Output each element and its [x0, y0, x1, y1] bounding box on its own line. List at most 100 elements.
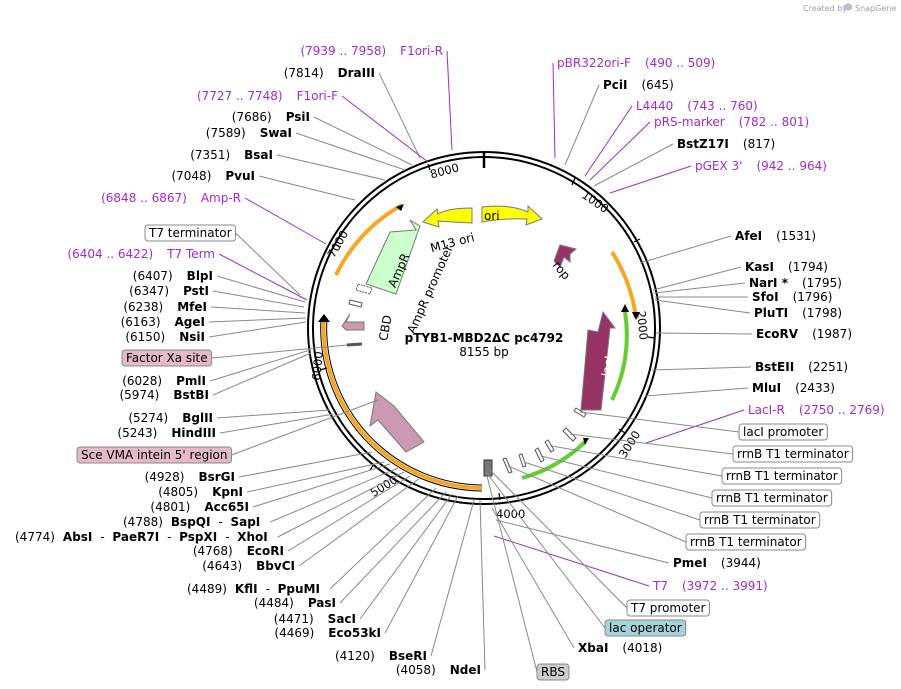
label-amp-r[interactable]: Amp-R(6848 .. 6867)	[101, 191, 241, 205]
label-blpi[interactable]: BlpI(6407)	[133, 269, 213, 283]
label-pgex3[interactable]: pGEX 3'(942 .. 964)	[695, 159, 827, 173]
label-pcii[interactable]: PciI(645)	[603, 78, 674, 92]
box-t7-terminator[interactable]: T7 terminator	[144, 224, 237, 242]
label-bglii[interactable]: BglII(5274)	[128, 411, 213, 425]
label-l4440[interactable]: L4440(743 .. 760)	[636, 99, 758, 113]
label-pmli[interactable]: PmlI(6028)	[122, 374, 206, 388]
label-laci-r[interactable]: LacI-R(2750 .. 2769)	[748, 403, 885, 417]
ecori-pos: (4768)	[193, 544, 233, 558]
leader-draiii	[378, 72, 421, 159]
label-mlui[interactable]: MluI(2433)	[752, 381, 835, 395]
leader-pluti	[654, 299, 751, 314]
leader-t7	[493, 535, 650, 587]
orf-rop-arrowhead	[632, 312, 640, 320]
label-f1ori-f[interactable]: F1ori-F(7727 .. 7748)	[197, 89, 338, 103]
ampr-promoter-feature[interactable]	[355, 283, 373, 295]
label-bseri[interactable]: BseRI(4120)	[335, 649, 427, 663]
label-pluti[interactable]: PluTI(1798)	[754, 306, 842, 320]
ori-feature[interactable]	[481, 204, 543, 226]
label-saci[interactable]: SacI(4471)	[274, 612, 356, 626]
box-laci-promoter[interactable]: lacI promoter	[738, 423, 828, 441]
amp-r-pos: (6848 .. 6867)	[101, 191, 187, 205]
box-rbs-frame	[536, 663, 570, 681]
credit-text: Created by	[803, 4, 847, 13]
label-kfli[interactable]: (4489)KflI-PpuMI	[187, 582, 320, 596]
box-factor-xa[interactable]: Factor Xa site	[121, 349, 213, 367]
box-rrnb-2[interactable]: rrnB T1 terminator	[721, 467, 843, 485]
label-swai[interactable]: SwaI(7589)	[206, 126, 292, 140]
label-pmei[interactable]: PmeI(3944)	[673, 556, 761, 570]
pgex3-pos: (942 .. 964)	[756, 159, 826, 173]
label-xbai[interactable]: XbaI(4018)	[578, 641, 662, 655]
label-t7[interactable]: T7(3972 .. 3991)	[652, 579, 768, 593]
label-agei[interactable]: AgeI(6163)	[121, 315, 205, 329]
label-bsrgi[interactable]: BsrGI(4928)	[145, 470, 235, 484]
label-prs-marker[interactable]: pRS-marker(782 .. 801)	[654, 115, 809, 129]
pluti-name: PluTI	[754, 306, 788, 320]
bspqi-pos: (4788)	[123, 515, 163, 529]
label-ecori[interactable]: EcoRI (4768)	[193, 544, 284, 558]
box-rrnb-3[interactable]: rrnB T1 terminator	[711, 489, 833, 507]
box-t7-promoter[interactable]: T7 promoter	[626, 599, 710, 617]
plasmid-name: pTYB1-MBD2ΔC pc4792	[405, 331, 564, 345]
label-bspqi[interactable]: (4788)BspQI-SapI	[123, 515, 260, 529]
sce-vma-feature[interactable]	[369, 391, 425, 453]
label-nari[interactable]: NarI *(1795)	[749, 276, 842, 290]
label-psii[interactable]: PsiI(7686)	[232, 110, 310, 124]
bsai-pos: (7351)	[190, 148, 230, 162]
label-bstz17i[interactable]: BstZ17I(817)	[677, 137, 775, 151]
label-nsii[interactable]: NsiI(6150)	[125, 330, 205, 344]
laci-feature[interactable]	[580, 310, 616, 411]
box-rrnb-5[interactable]: rrnB T1 terminator	[685, 533, 807, 551]
label-bbvci[interactable]: BbvCI(4643)	[202, 559, 295, 573]
label-absi[interactable]: (4774)AbsI-PaeR7I-PspXI-XhoI	[15, 530, 268, 544]
label-kpni[interactable]: KpnI(4805)	[158, 485, 243, 499]
leader-pvui	[258, 175, 356, 201]
cbd-feature[interactable]	[341, 313, 365, 331]
label-bsai[interactable]: BsaI(7351)	[190, 148, 273, 162]
label-psti[interactable]: PstI(6347)	[129, 284, 209, 298]
small-promoter-1[interactable]	[348, 299, 363, 308]
label-mfei[interactable]: MfeI(6238)	[123, 300, 207, 314]
box-lac-operator-frame	[604, 619, 687, 637]
factor-xa-feature[interactable]	[346, 342, 363, 347]
label-pbr322ori-f[interactable]: pBR322ori-F(490 .. 509)	[557, 56, 715, 70]
label-bsteii[interactable]: BstEII(2251)	[755, 360, 848, 374]
rop-feature[interactable]	[553, 244, 578, 268]
blpi-name: BlpI	[187, 269, 213, 283]
label-afei[interactable]: AfeI(1531)	[735, 229, 816, 243]
m13-ori-feature[interactable]	[422, 207, 473, 228]
absi-name-2: PspXI	[179, 530, 217, 544]
box-laci-promoter-frame	[738, 423, 828, 441]
leader-rrnb-2	[551, 445, 723, 477]
label-hindiii[interactable]: HindIII(5243)	[117, 426, 216, 440]
ecorv-pos: (1987)	[812, 327, 852, 341]
label-ndei[interactable]: NdeI(4058)	[396, 663, 481, 677]
label-f1ori-r[interactable]: F1ori-R(7939 .. 7958)	[300, 44, 443, 58]
box-sce-vma[interactable]: Sce VMA intein 5' region	[76, 446, 232, 464]
tick-4000: 4000	[496, 507, 525, 521]
ampr-feature[interactable]	[365, 219, 421, 295]
label-pasi[interactable]: PasI(4484)	[254, 596, 336, 610]
kfli-name-1: PpuMI	[278, 582, 320, 596]
label-t7-term[interactable]: T7 Term(6404 .. 6422)	[67, 247, 215, 261]
label-ecorv[interactable]: EcoRV(1987)	[756, 327, 852, 341]
box-rrnb-1[interactable]: rrnB T1 terminator	[732, 445, 854, 463]
leader-t7-terminator	[235, 232, 301, 296]
box-rbs[interactable]: RBS	[536, 663, 570, 681]
label-pvui[interactable]: PvuI(7048)	[171, 169, 255, 183]
box-rrnb-4[interactable]: rrnB T1 terminator	[699, 511, 821, 529]
ecori-name: EcoRI	[247, 544, 284, 558]
label-draiii[interactable]: DraIII(7814)	[284, 66, 375, 80]
box-lac-operator[interactable]: lac operator	[604, 619, 687, 637]
box-rrnb-4-frame	[699, 511, 821, 529]
label-sfoi[interactable]: SfoI(1796)	[752, 290, 832, 304]
label-acc65i[interactable]: Acc65I(4801)	[150, 500, 249, 514]
swai-pos: (7589)	[206, 126, 246, 140]
label-bstbi[interactable]: BstBI(5974)	[119, 388, 209, 402]
label-eco53ki[interactable]: Eco53kI(4469)	[274, 626, 381, 640]
leader-prs-marker	[589, 121, 651, 181]
leader-rrnb-5	[507, 465, 687, 543]
label-kasi[interactable]: KasI(1794)	[745, 260, 828, 274]
acc65i-pos: (4801)	[150, 500, 190, 514]
